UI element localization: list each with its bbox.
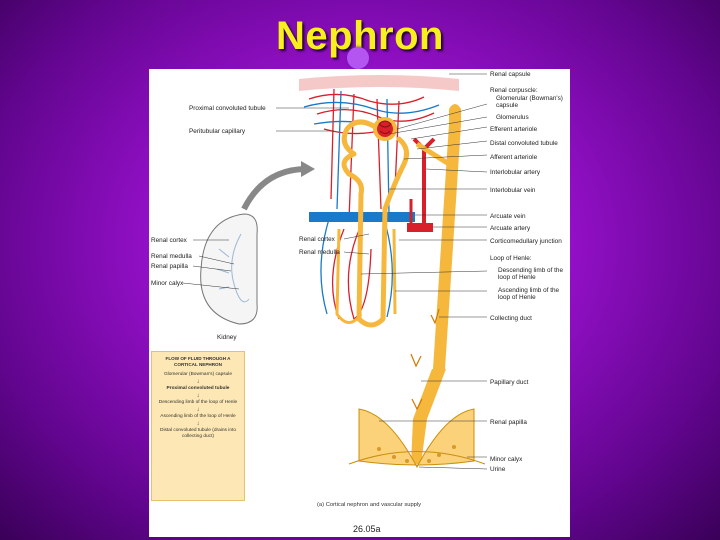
nephron-tubule [341, 119, 410, 328]
label-minor-calyx: Minor calyx [151, 280, 184, 287]
label-papillary-duct: Papillary duct [490, 379, 529, 386]
label-renal-papilla-right: Renal papilla [490, 419, 527, 426]
arcuate-artery [407, 223, 433, 232]
zoom-arrowhead [301, 161, 315, 177]
label-arcuate-artery: Arcuate artery [490, 225, 531, 232]
calyx-dots [377, 445, 456, 463]
label-afferent-arteriole: Afferent arteriole [490, 154, 538, 161]
down-arrow-icon: ↓ [196, 379, 200, 385]
down-arrow-icon: ↓ [196, 393, 200, 399]
label-efferent-arteriole: Efferent arteriole [490, 126, 538, 133]
nephron-figure: Proximal convoluted tubule Peritubular c… [149, 69, 570, 537]
label-renal-papilla: Renal papilla [151, 263, 188, 270]
label-descending-limb-2: loop of Henle [498, 274, 536, 281]
renal-papilla-calyx [358, 408, 475, 469]
label-distal-convoluted-tubule: Distal convoluted tubule [490, 140, 558, 147]
label-renal-medulla: Renal medulla [151, 253, 192, 260]
label-kidney: Kidney [217, 334, 237, 341]
label-renal-cortex-mid: Renal cortex [299, 236, 336, 243]
loop-of-henle [335, 228, 397, 324]
flow-panel: FLOW OF FLUID THROUGH A CORTICAL NEPHRON… [151, 351, 245, 501]
label-peritubular-capillary: Peritubular capillary [189, 128, 246, 135]
down-arrow-icon: ↓ [196, 421, 200, 427]
flow-step: Proximal convoluted tubule [166, 386, 230, 391]
flow-step: Distal convoluted tubule (drains into co… [160, 428, 236, 439]
label-minor-calyx-right: Minor calyx [490, 456, 523, 463]
label-collecting-duct: Collecting duct [490, 315, 532, 322]
flow-step: Descending limb of the loop of Henle [158, 400, 238, 405]
label-glomerulus: Glomerulus [496, 114, 529, 121]
down-arrow-icon: ↓ [196, 407, 200, 413]
leader-lines [182, 73, 488, 470]
label-interlobular-artery: Interlobular artery [490, 169, 541, 176]
figure-code: 26.05a [353, 524, 381, 534]
figure-caption: (a) Cortical nephron and vascular supply [317, 502, 422, 508]
label-loop-of-henle: Loop of Henle: [490, 255, 532, 262]
label-interlobular-vein: Interlobular vein [490, 187, 536, 194]
flow-panel-heading: FLOW OF FLUID THROUGH A CORTICAL NEPHRON [165, 356, 231, 367]
zoom-arrow [241, 166, 308, 211]
collecting-duct-top [449, 104, 461, 124]
papillary-duct [413, 369, 446, 419]
label-proximal-convoluted-tubule: Proximal convoluted tubule [189, 105, 266, 112]
kidney-calyx-lines [231, 233, 250, 303]
bullet-dot [347, 47, 369, 69]
flow-step: Ascending limb of the loop of Henle [160, 414, 236, 419]
label-glomerular-capsule-1: Glomerular (Bowman's) [496, 95, 563, 102]
glomerulus-capillaries [378, 120, 392, 134]
renal-capsule-band [299, 75, 459, 91]
label-renal-corpuscle: Renal corpuscle: [490, 87, 538, 94]
label-ascending-limb-1: Ascending limb of the [498, 287, 560, 294]
label-arcuate-vein: Arcuate vein [490, 213, 526, 220]
flow-arrows [410, 308, 440, 411]
collecting-duct [433, 124, 461, 369]
nephron-diagram: Proximal convoluted tubule Peritubular c… [151, 71, 563, 473]
label-renal-cortex: Renal cortex [151, 237, 188, 244]
label-ascending-limb-2: loop of Henle [498, 294, 536, 301]
papillary-duct-lower [411, 419, 427, 464]
label-glomerular-capsule-2: capsule [496, 102, 518, 109]
dct-to-cd [415, 141, 451, 167]
kidney-illustration [200, 213, 258, 325]
glomerulus [377, 121, 393, 137]
flow-steps: Glomerular (Bowman's) capsule ↓ Proximal… [152, 372, 244, 440]
label-renal-medulla-mid: Renal medulla [299, 249, 340, 256]
label-corticomedullary-junction: Corticomedullary junction [490, 238, 562, 245]
label-renal-capsule: Renal capsule [490, 71, 531, 78]
calyx-rim [348, 451, 486, 465]
label-descending-limb-1: Descending limb of the [498, 267, 563, 274]
flow-step: Glomerular (Bowman's) capsule [163, 372, 233, 377]
label-urine: Urine [490, 466, 506, 473]
